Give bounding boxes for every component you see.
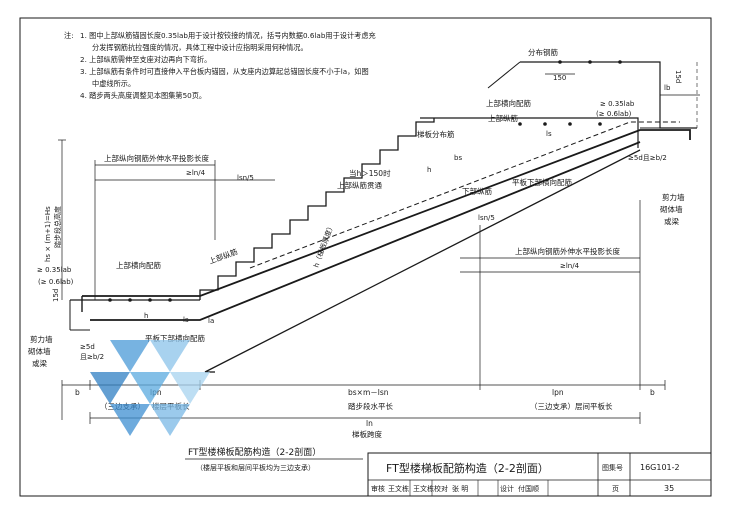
label-h: h (427, 166, 431, 174)
top-through-bar-dashed (249, 121, 680, 269)
label-bs: bs (454, 154, 462, 162)
note-line: 2. 上部纵筋需伸至支座对边再向下弯折。 (80, 55, 211, 64)
note-line: 1. 图中上部纵筋锚固长度0.35lab用于设计按铰接的情况，括号内数据0.6l… (80, 31, 376, 40)
label-h-left: h (144, 312, 148, 320)
label-ge5d-right: ≥5d且≥b/2 (628, 154, 667, 162)
label-bottom-trans-left: 平板下部横向配筋 (145, 333, 205, 343)
label-top-trans-left: 上部横向配筋 (116, 260, 161, 270)
label-dist-plank: 梯板分布筋 (417, 129, 455, 139)
label-anchor-left-1: ≥ 0.35lab (37, 266, 72, 274)
note-line: 分发挥钢筋抗拉强度的情况，具体工程中设计应指明采用何种情况。 (92, 43, 308, 52)
label-ge5d-left-1: ≥5d (80, 343, 95, 351)
caption-title: FT型楼梯板配筋构造（2-2剖面） (188, 446, 321, 458)
label-lsn5-top: lsn/5 (237, 174, 254, 182)
title-block-atlas-no: 16G101-2 (640, 463, 680, 472)
title-block-review: 审核 (371, 484, 385, 493)
note-line: 中虚线所示。 (92, 79, 135, 88)
note-line: 4. 踏步两头高度调整见本图集第50页。 (80, 91, 206, 100)
label-bottom-trans-right: 平板下部横向配筋 (512, 177, 572, 187)
distribution-bars (108, 60, 622, 302)
dim-steps: bs×m－lsn (348, 388, 389, 397)
title-block-main-title: FT型楼梯板配筋构造（2-2剖面） (386, 461, 549, 475)
label-15d-right: 15d (674, 70, 682, 83)
label-ls-left: ls (183, 316, 189, 324)
label-vertical-dim-2: 踏步段总高度 (53, 206, 62, 248)
label-la-left: la (208, 317, 214, 325)
label-top-long: 上部纵筋 (488, 113, 518, 123)
ln-label: 梯板跨度 (352, 429, 382, 439)
label-wall-left-1: 剪力墙 (30, 334, 53, 344)
label-150: 150 (553, 74, 566, 82)
sheet-border (19, 17, 712, 497)
label-ls-top: ls (546, 130, 552, 138)
signature: 王文栋 (413, 484, 434, 493)
title-block-page-no: 35 (664, 484, 674, 493)
label-anchor-left-2: (≥ 0.6lab) (38, 278, 74, 286)
sub-right: （三边支承）层间平板长 (530, 401, 613, 411)
label-dist-bar: 分布钢筋 (528, 47, 558, 57)
title-block-design-name: 付国顺 (518, 484, 539, 493)
note-line: 3. 上部纵筋有条件时可直接伸入平台板内锚固，从支座内边算起总锚固长度不小于la… (80, 67, 369, 76)
label-ge5d-left-2: 且≥b/2 (80, 353, 104, 361)
stair-structure (69, 60, 698, 373)
title-block-check: 校对 (434, 484, 448, 493)
title-block-check-name: 张 明 (452, 484, 468, 493)
label-ext-top-left: 上部纵向钢筋外伸水平投影长度 (104, 153, 209, 163)
label-lb: lb (664, 84, 671, 92)
title-block-review-name: 王文栋 (388, 484, 409, 493)
slab-soffit (204, 149, 641, 373)
upper-landing-edge (487, 61, 521, 89)
title-block-design: 设计 (500, 484, 514, 493)
dim-b-left: b (75, 388, 80, 397)
watermark-logo (90, 340, 210, 436)
dim-lpn-right: lpn (552, 388, 564, 397)
label-15d-left: 15d (52, 289, 60, 302)
dim-b-right: b (650, 388, 655, 397)
figure-caption: FT型楼梯板配筋构造（2-2剖面） （楼层平板和层间平板均为三边支承） (185, 446, 363, 472)
top-longitudinal-bar (82, 129, 691, 297)
notes-block: 注: 1. 图中上部纵筋锚固长度0.35lab用于设计按铰接的情况，括号内数据0… (64, 31, 376, 100)
label-vertical-dim: hs × (m+1)=Hs (44, 206, 52, 262)
label-ext-bot-right: 上部纵向钢筋外伸水平投影长度 (515, 246, 620, 256)
bottom-longitudinal-bar (90, 141, 641, 321)
title-block-atlas-label: 图集号 (602, 463, 623, 472)
dim-ln: ln (366, 419, 373, 428)
label-lsn5-bot: lsn/5 (478, 214, 495, 222)
label-anchor-right-2: (≥ 0.6lab) (596, 110, 632, 118)
label-wall-right-3: 或梁 (664, 216, 679, 226)
dimension-lines (58, 73, 700, 424)
caption-subtitle: （楼层平板和层间平板均为三边支承） (196, 463, 315, 472)
label-when-h: 当h＞150时 (349, 168, 391, 178)
label-ln4-bot: ≥ln/4 (560, 262, 580, 270)
label-through: 上部纵筋贯通 (337, 180, 382, 190)
label-anchor-right-1: ≥ 0.35lab (600, 100, 635, 108)
label-top-long-left: 上部纵筋 (207, 246, 239, 266)
label-wall-left-2: 砌体墙 (28, 346, 51, 356)
upper-slab-bottom (420, 117, 639, 148)
title-block-page-label: 页 (612, 485, 619, 493)
label-wall-left-3: 或梁 (32, 358, 47, 368)
sub-steps: 踏步段水平长 (348, 401, 393, 411)
notes-header: 注: (64, 31, 74, 40)
label-bottom-long: 下部纵筋 (462, 186, 492, 196)
title-block: FT型楼梯板配筋构造（2-2剖面） 图集号 16G101-2 审核 王文栋 王文… (367, 452, 712, 497)
label-wall-right-1: 剪力墙 (662, 192, 685, 202)
stair-steps (199, 118, 435, 300)
label-top-transverse: 上部横向配筋 (486, 98, 531, 108)
label-ln4-top: ≥ln/4 (186, 169, 206, 177)
label-wall-right-2: 砌体墙 (660, 204, 683, 214)
